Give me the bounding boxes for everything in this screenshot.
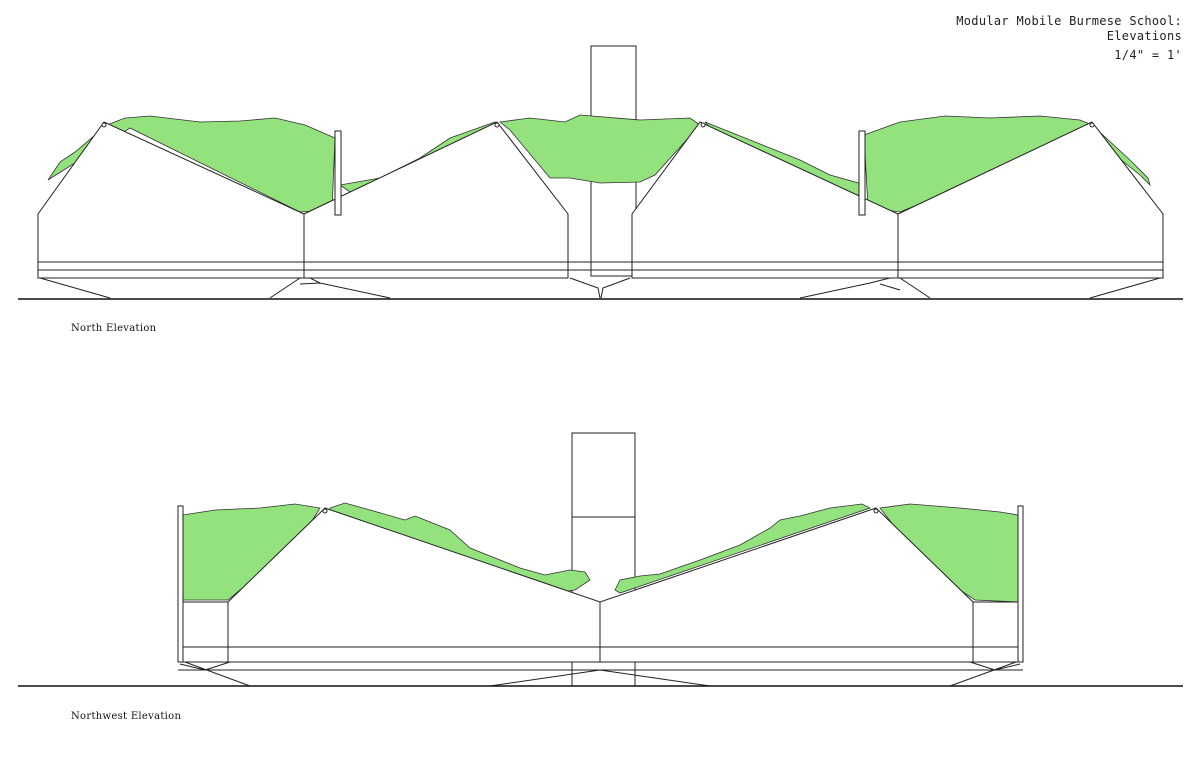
roof-hook [494,122,500,128]
northwest-elevation-drawing [18,432,1183,687]
roof-hook [700,122,706,128]
northwest-elevation-label: Northwest Elevation [71,711,182,722]
green-roof-3 [614,503,872,594]
drawing-title: Modular Mobile Burmese School: [956,14,1182,28]
side-post [1017,505,1024,663]
green-roof-3 [499,114,701,184]
roof-hook [1089,122,1095,128]
drawing-subtitle: Elevations [1106,29,1182,43]
north-elevation-label: North Elevation [71,323,157,334]
roof-hook [101,122,107,128]
north-elevation-drawing [18,45,1183,300]
roof-hook [322,508,328,514]
parapet-post [334,130,342,216]
parapet-post [858,130,866,216]
side-post [177,505,184,663]
roof-hook [873,508,879,514]
title-block: Modular Mobile Burmese School: Elevation… [956,14,1182,63]
green-roof-2 [329,502,591,593]
drawing-scale: 1/4" = 1' [1114,48,1182,62]
